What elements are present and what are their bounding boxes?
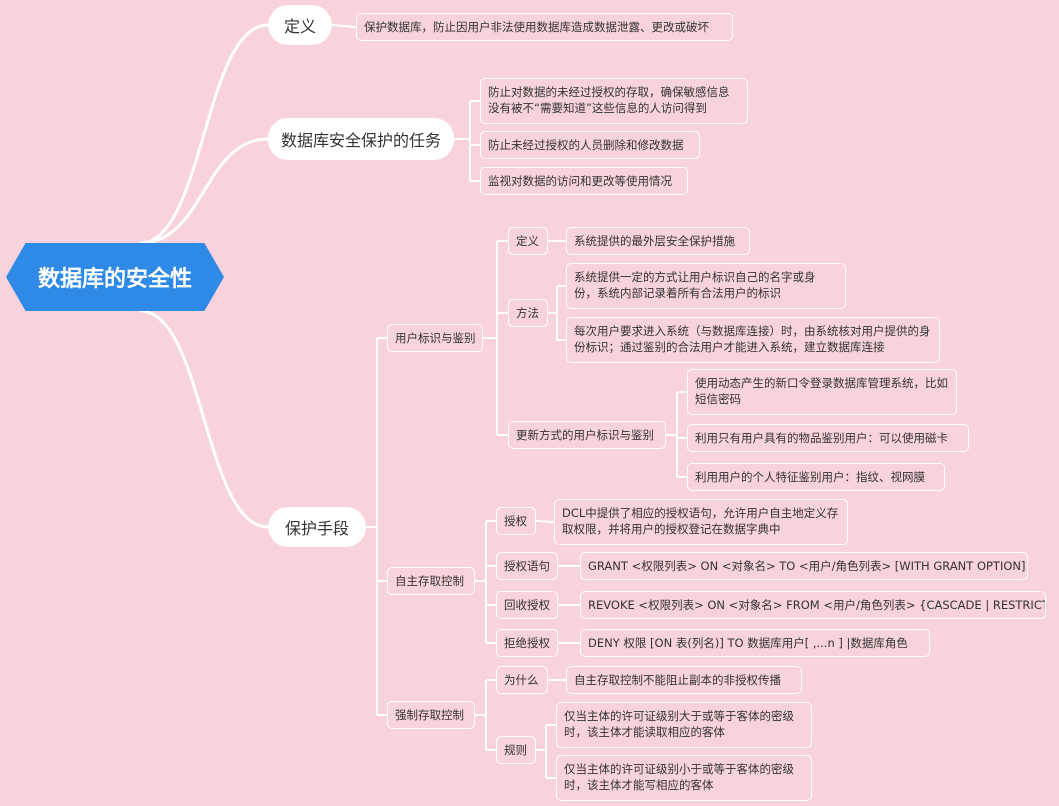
root-topic[interactable]: 数据库的安全性: [6, 243, 224, 311]
dac-item-text: DENY 权限 [ON 表(列名)] TO 数据库用户[ ,...n ] |数据…: [580, 629, 930, 657]
mac-rule-label[interactable]: 规则: [496, 736, 536, 764]
topic-means[interactable]: 保护手段: [268, 507, 366, 547]
mac-topic[interactable]: 强制存取控制: [387, 701, 475, 729]
dac-item-text: DCL中提供了相应的授权语句，允许用户自主地定义存取权限，并将用户的授权登记在数…: [554, 499, 848, 545]
user-auth-def-text: 系统提供的最外层安全保护措施: [566, 227, 750, 255]
dac-item-label[interactable]: 授权: [496, 507, 536, 535]
connector-line: [139, 137, 269, 245]
connector-line: [139, 309, 269, 529]
user-auth-topic[interactable]: 用户标识与鉴别: [387, 324, 483, 352]
topic-tasks[interactable]: 数据库安全保护的任务: [268, 118, 454, 160]
task-item: 监视对数据的访问和更改等使用情况: [480, 167, 688, 195]
mac-rule: 仅当主体的许可证级别小于或等于客体的密级时，该主体才能写相应的客体: [556, 755, 812, 801]
user-auth-method-label[interactable]: 方法: [508, 299, 548, 327]
user-auth-def-label[interactable]: 定义: [508, 227, 548, 255]
dac-topic[interactable]: 自主存取控制: [387, 567, 475, 595]
dac-item-label[interactable]: 回收授权: [496, 591, 558, 619]
newer-auth-label[interactable]: 更新方式的用户标识与鉴别: [508, 421, 666, 449]
connector-line: [331, 24, 357, 28]
dac-item-text: GRANT <权限列表> ON <对象名> TO <用户/角色列表> [WITH…: [580, 552, 1028, 580]
method-item: 系统提供一定的方式让用户标识自己的名字或身份，系统内部记录着所有合法用户的标识: [566, 263, 846, 309]
connector-line: [139, 23, 269, 245]
mac-rule: 仅当主体的许可证级别大于或等于客体的密级时，该主体才能读取相应的客体: [556, 702, 812, 748]
newer-item: 使用动态产生的新口令登录数据库管理系统，比如短信密码: [687, 369, 957, 415]
definition-text: 保护数据库，防止因用户非法使用数据库造成数据泄露、更改或破坏: [356, 13, 733, 41]
newer-item: 利用用户的个人特征鉴别用户：指纹、视网膜: [687, 463, 945, 491]
mac-why-label[interactable]: 为什么: [496, 666, 548, 694]
method-item: 每次用户要求进入系统（与数据库连接）时，由系统核对用户提供的身份标识；通过鉴别的…: [566, 317, 940, 363]
dac-item-text: REVOKE <权限列表> ON <对象名> FROM <用户/角色列表> {C…: [580, 591, 1046, 619]
connector-line: [535, 520, 555, 523]
task-item: 防止未经过授权的人员删除和修改数据: [480, 131, 700, 159]
task-item: 防止对数据的未经过授权的存取，确保敏感信息没有被不“需要知道”这些信息的人访问得…: [480, 78, 748, 124]
topic-definition[interactable]: 定义: [268, 5, 332, 45]
mac-why-text: 自主存取控制不能阻止副本的非授权传播: [566, 666, 802, 694]
dac-item-label[interactable]: 拒绝授权: [496, 629, 558, 657]
newer-item: 利用只有用户具有的物品鉴别用户：可以使用磁卡: [687, 424, 969, 452]
dac-item-label[interactable]: 授权语句: [496, 552, 558, 580]
